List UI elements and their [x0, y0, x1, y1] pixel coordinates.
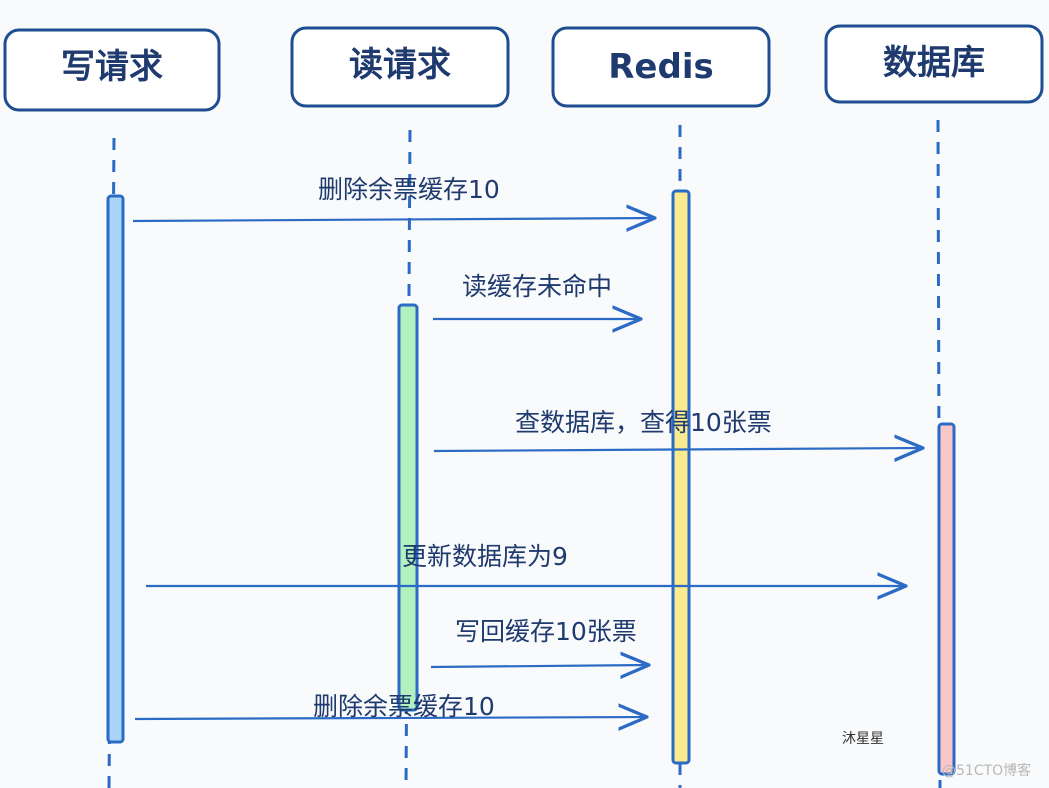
actor-write-request: 写请求	[3, 28, 221, 112]
message-1: 删除余票缓存10	[132, 175, 655, 221]
activation-bar-read	[397, 303, 419, 712]
actor-read-request: 读请求	[290, 26, 510, 108]
message-5-label: 写回缓存10张票	[455, 617, 637, 646]
message-4-label: 更新数据库为9	[402, 542, 568, 571]
actor-database-label: 数据库	[883, 43, 985, 83]
actor-redis-label: Redis	[608, 47, 713, 87]
message-3: 查数据库，查得10张票	[433, 408, 923, 451]
actor-read-request-label: 读请求	[349, 45, 451, 85]
message-3-label: 查数据库，查得10张票	[515, 408, 772, 437]
actor-redis: Redis	[551, 26, 771, 108]
message-1-label: 删除余票缓存10	[318, 175, 500, 204]
activation-bar-database	[937, 422, 956, 776]
activation-bar-write	[106, 194, 125, 744]
message-6: 删除余票缓存10	[134, 692, 647, 721]
watermark: @51CTO博客	[942, 762, 1031, 779]
actor-write-request-label: 写请求	[61, 47, 163, 87]
author-signature: 沐星星	[842, 731, 884, 747]
message-5: 写回缓存10张票	[430, 617, 649, 667]
message-4: 更新数据库为9	[146, 542, 906, 586]
message-2: 读缓存未命中	[433, 272, 641, 319]
message-6-label: 删除余票缓存10	[313, 692, 495, 721]
activation-bar-redis	[671, 189, 691, 765]
actor-database: 数据库	[824, 24, 1044, 104]
message-2-label: 读缓存未命中	[462, 272, 612, 301]
